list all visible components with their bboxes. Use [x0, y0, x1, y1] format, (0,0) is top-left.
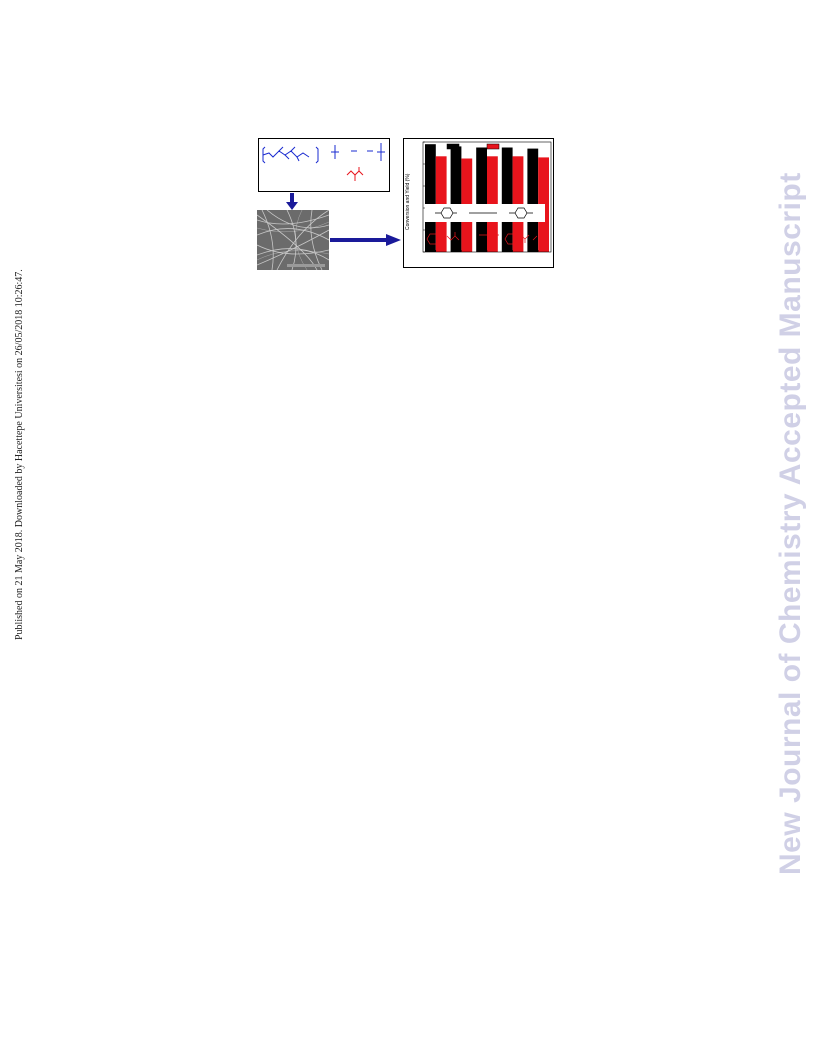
legend-swatch-1 — [486, 143, 500, 150]
bar-s0-1 — [450, 146, 462, 252]
bar-s0-2 — [476, 147, 487, 252]
down-arrow-icon — [286, 193, 298, 210]
y-axis-label: Conversion and Yield (%) — [405, 173, 411, 230]
sem-image — [257, 210, 329, 270]
polymer-structure-drawing — [262, 143, 385, 181]
bar-s0-4 — [527, 148, 539, 252]
right-arrow-icon — [330, 234, 401, 246]
polymer-structure-box — [258, 138, 390, 192]
publication-note: Published on 21 May 2018. Downloaded by … — [14, 269, 25, 640]
bar-s0-0 — [425, 144, 436, 252]
journal-watermark: New Journal of Chemistry Accepted Manusc… — [774, 172, 807, 875]
conversion-yield-chart — [422, 141, 552, 253]
bar-s0-3 — [501, 147, 513, 252]
legend-swatch-0 — [446, 143, 460, 150]
reaction-scheme-overlay — [425, 204, 545, 245]
